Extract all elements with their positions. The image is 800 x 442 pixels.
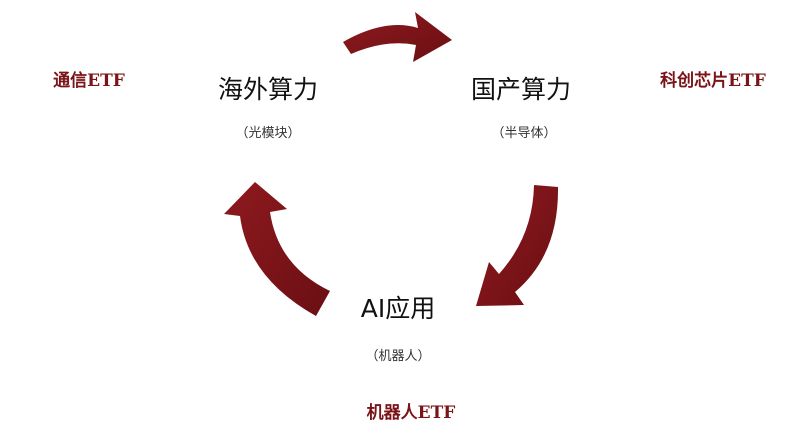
node-subtitle-ai: （机器人） (365, 349, 431, 364)
node-subtitle-domestic: （半导体） (491, 126, 557, 141)
node-title-overseas: 海外算力 (217, 75, 319, 104)
node-subtitle-overseas: （光模块） (235, 126, 301, 141)
arrow-ai-to-overseas (224, 182, 330, 316)
etf-label-domestic: 科创芯片ETF (660, 71, 766, 91)
arrow-overseas-to-domestic (343, 12, 452, 62)
node-title-domestic: 国产算力 (470, 75, 572, 104)
etf-label-ai: 机器人ETF (366, 403, 456, 423)
arrow-domestic-to-ai (476, 185, 559, 306)
etf-label-overseas: 通信ETF (53, 71, 125, 91)
node-title-ai: AI应用 (360, 294, 436, 323)
